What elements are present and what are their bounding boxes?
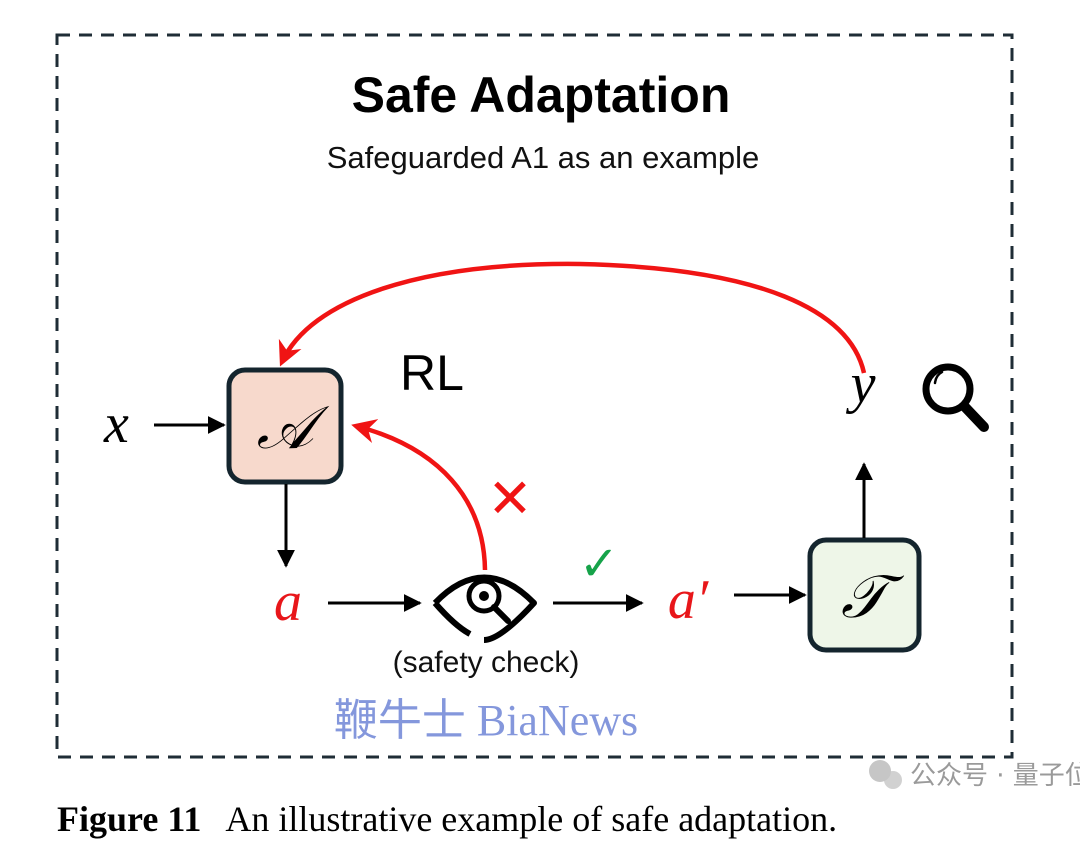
source-watermark-text: 公众号 · 量子位 bbox=[910, 761, 1080, 791]
safe-action-a-prime: a′ bbox=[668, 569, 709, 631]
dashed-frame bbox=[55, 33, 1014, 759]
figure-caption: Figure 11 An illustrative example of saf… bbox=[57, 799, 837, 839]
reject-feedback-arrow bbox=[351, 419, 488, 571]
safety-check-label: (safety check) bbox=[393, 646, 580, 679]
action-a: a bbox=[274, 571, 302, 633]
caption-text: An illustrative example of safe adaptati… bbox=[225, 799, 837, 839]
input-x: x bbox=[103, 393, 129, 455]
reject-mark-icon: ✕ bbox=[487, 467, 532, 530]
magnifier-icon bbox=[922, 363, 989, 432]
figure-subtitle: Safeguarded A1 as an example bbox=[327, 140, 760, 175]
output-y: y bbox=[846, 353, 876, 415]
figure-title: Safe Adaptation bbox=[352, 67, 731, 123]
caption-label: Figure 11 bbox=[57, 799, 201, 839]
rl-label: RL bbox=[400, 345, 464, 401]
tool-box bbox=[807, 537, 922, 653]
rl-feedback-arrow bbox=[278, 261, 867, 374]
bianews-watermark: 鞭牛士 BiaNews bbox=[334, 696, 638, 745]
safety-check-eye-icon bbox=[432, 574, 537, 643]
wechat-source-watermark: 公众号 · 量子位 bbox=[869, 760, 1080, 791]
agent-box bbox=[226, 367, 344, 485]
accept-check-icon: ✓ bbox=[579, 536, 619, 592]
